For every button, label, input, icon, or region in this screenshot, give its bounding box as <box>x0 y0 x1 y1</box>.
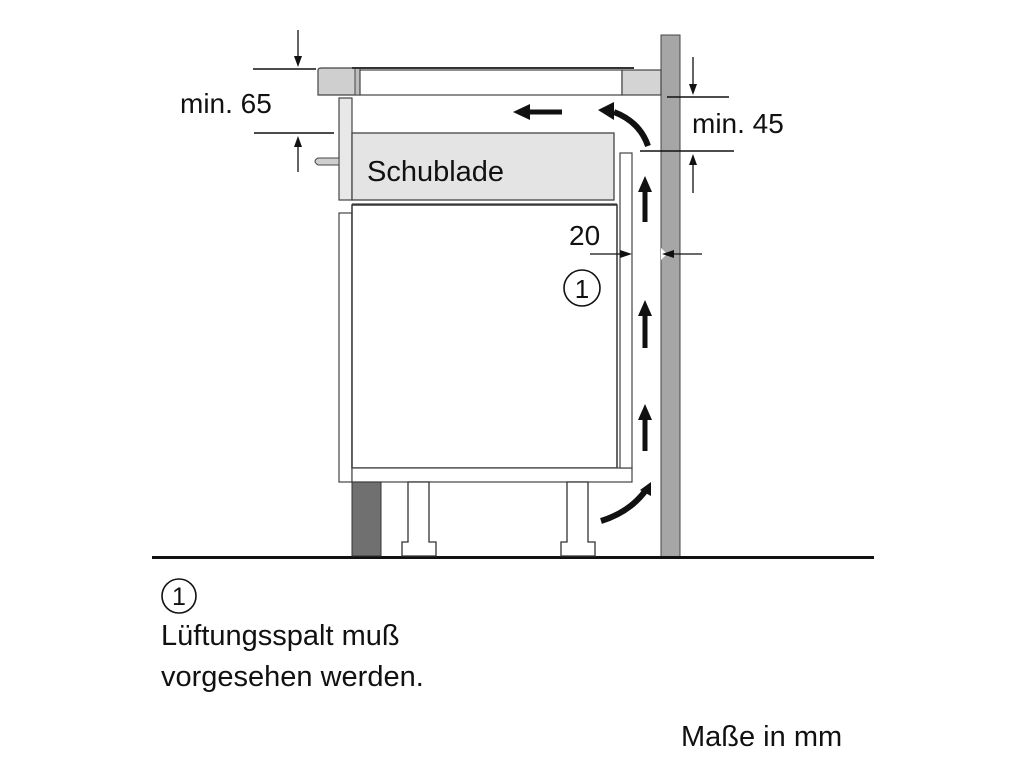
cabinet-side-upper <box>338 97 353 201</box>
cabinet-body <box>351 204 618 469</box>
cabinet-foot-right <box>560 481 596 557</box>
airflow-curve-top-icon <box>612 109 651 148</box>
floor-line <box>152 556 874 559</box>
plinth <box>351 481 382 557</box>
cabinet-foot-left <box>401 481 437 557</box>
drawer <box>351 132 615 201</box>
dimension-gap-20 <box>590 250 702 258</box>
dimension-min-65 <box>253 30 334 172</box>
cabinet-side-lower <box>338 212 353 483</box>
cabinet-bottom <box>351 467 633 483</box>
legend-marker: 1 <box>161 578 197 614</box>
legend-line-2: vorgesehen werden. <box>161 661 424 693</box>
cabinet-back-panel <box>619 152 633 469</box>
dimension-min-45 <box>640 57 734 193</box>
airflow-curve-bottom-icon <box>600 488 649 524</box>
dimension-label-min-45: min. 45 <box>692 108 784 139</box>
svg-text:1: 1 <box>575 274 589 304</box>
svg-text:1: 1 <box>172 583 186 611</box>
drawer-handle <box>314 157 340 166</box>
legend-line-1: Lüftungsspalt muß <box>161 620 400 652</box>
airflow-arrows <box>513 102 652 524</box>
units-note: Maße in mm <box>681 721 842 753</box>
worktop <box>317 67 662 96</box>
dimension-label-min-65: min. 65 <box>180 88 272 119</box>
wall <box>660 34 681 558</box>
vent-gap-marker: 1 <box>563 269 601 307</box>
dimension-label-20: 20 <box>569 220 600 251</box>
drawer-label: Schublade <box>367 156 504 188</box>
